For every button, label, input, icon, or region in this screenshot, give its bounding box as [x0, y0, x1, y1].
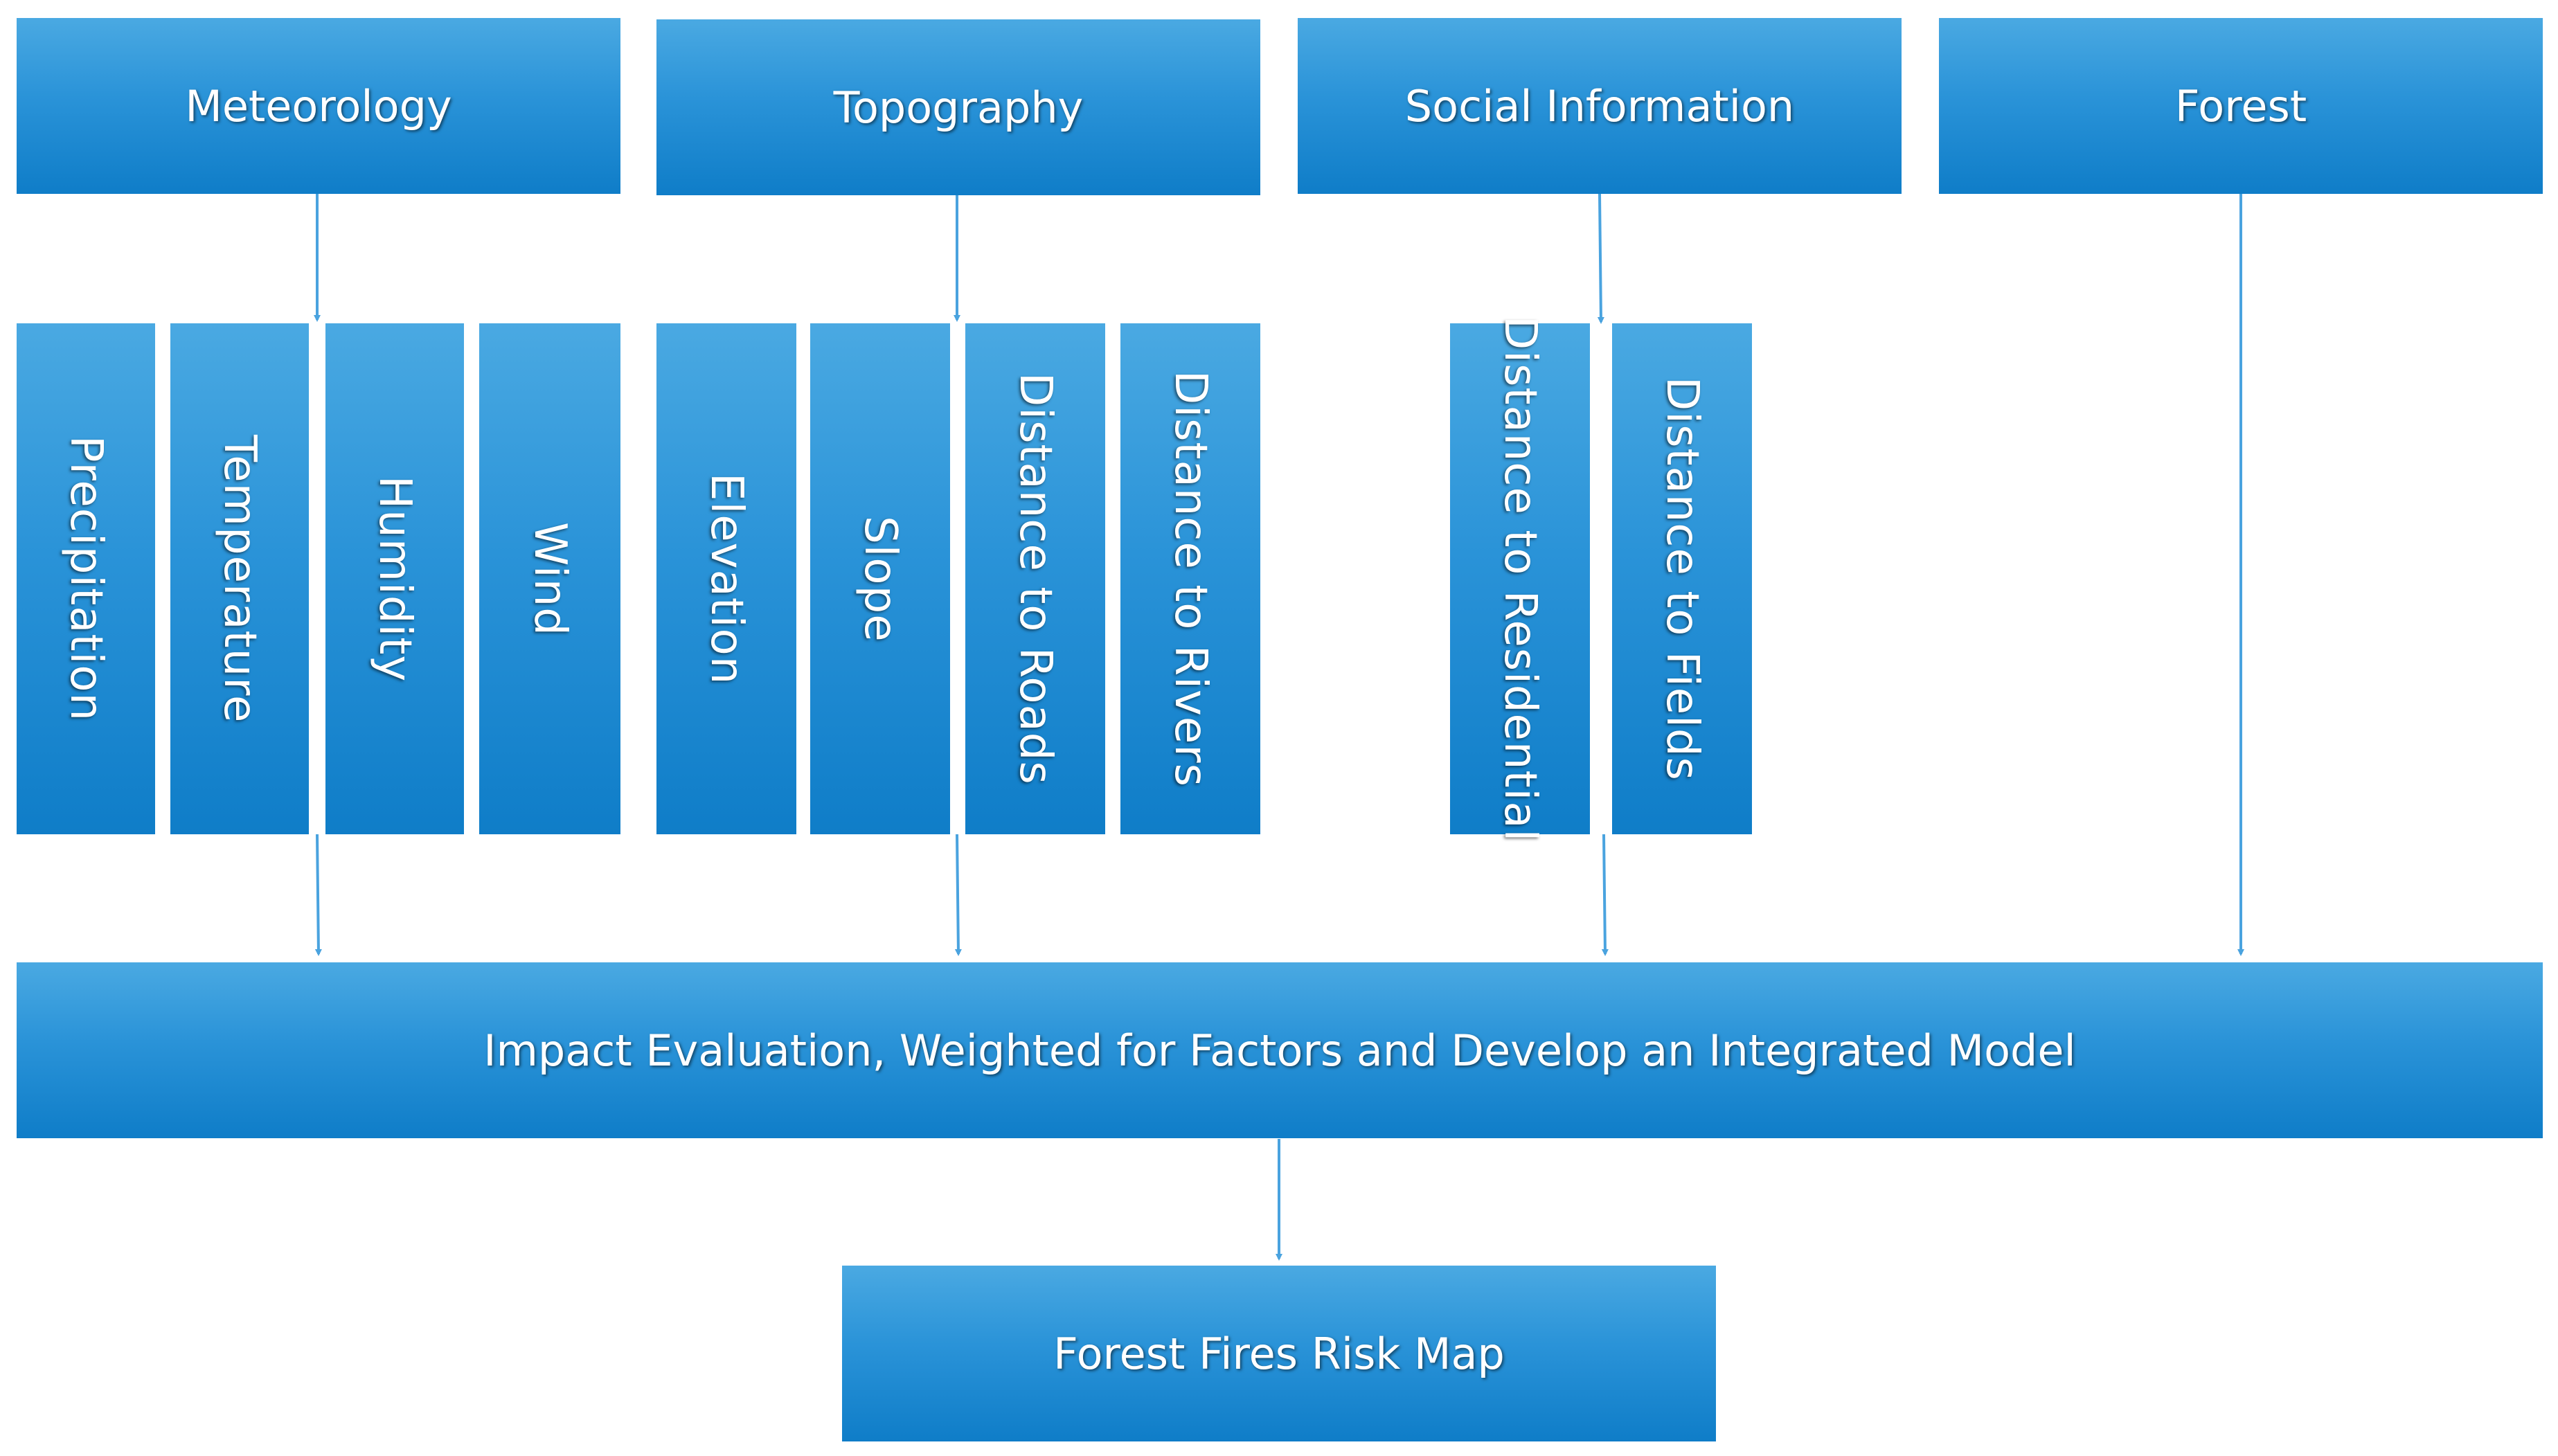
risk-map-box: Forest Fires Risk Map — [842, 1266, 1716, 1441]
category-forest: Forest — [1939, 18, 2543, 194]
factor-wind: Wind — [479, 323, 620, 834]
category-topography-label: Topography — [833, 82, 1084, 133]
factor-distance-to-fields: Distance to Fields — [1612, 323, 1752, 834]
arrow-meteorology-to-model — [314, 834, 322, 956]
arrow-social-to-factors — [1597, 193, 1604, 324]
factor-elevation: Elevation — [656, 323, 796, 834]
factor-temperature: Temperature — [170, 323, 309, 834]
factor-elevation-label: Elevation — [701, 472, 752, 685]
arrow-topography-to-model — [954, 834, 962, 956]
factor-precipitation-label: Precipitation — [60, 435, 111, 722]
category-social-information: Social Information — [1298, 18, 1902, 194]
arrow-social-to-model — [1601, 834, 1609, 956]
category-social-information-label: Social Information — [1404, 80, 1795, 132]
factor-temperature-label: Temperature — [214, 434, 265, 723]
factor-humidity: Humidity — [325, 323, 464, 834]
risk-map-label: Forest Fires Risk Map — [1053, 1328, 1505, 1379]
factor-wind-label: Wind — [524, 521, 575, 636]
category-topography: Topography — [656, 19, 1260, 195]
category-meteorology: Meteorology — [17, 18, 620, 194]
factor-precipitation: Precipitation — [17, 323, 155, 834]
category-meteorology-label: Meteorology — [185, 80, 452, 132]
factor-humidity-label: Humidity — [369, 475, 420, 683]
factor-distance-to-fields-label: Distance to Fields — [1656, 377, 1708, 781]
category-forest-label: Forest — [2174, 80, 2307, 132]
factor-slope: Slope — [810, 323, 950, 834]
integrated-model-box: Impact Evaluation, Weighted for Factors … — [17, 962, 2543, 1138]
factor-slope-label: Slope — [855, 515, 906, 642]
factor-distance-to-roads: Distance to Roads — [965, 323, 1105, 834]
factor-distance-to-residential: Distance to Residential — [1450, 316, 1590, 842]
integrated-model-label: Impact Evaluation, Weighted for Factors … — [483, 1025, 2076, 1076]
factor-distance-to-residential-label: Distance to Residential — [1494, 315, 1546, 843]
factor-distance-to-rivers-label: Distance to Rivers — [1165, 370, 1216, 787]
factor-distance-to-rivers: Distance to Rivers — [1120, 323, 1260, 834]
factor-distance-to-roads-label: Distance to Roads — [1010, 372, 1061, 785]
